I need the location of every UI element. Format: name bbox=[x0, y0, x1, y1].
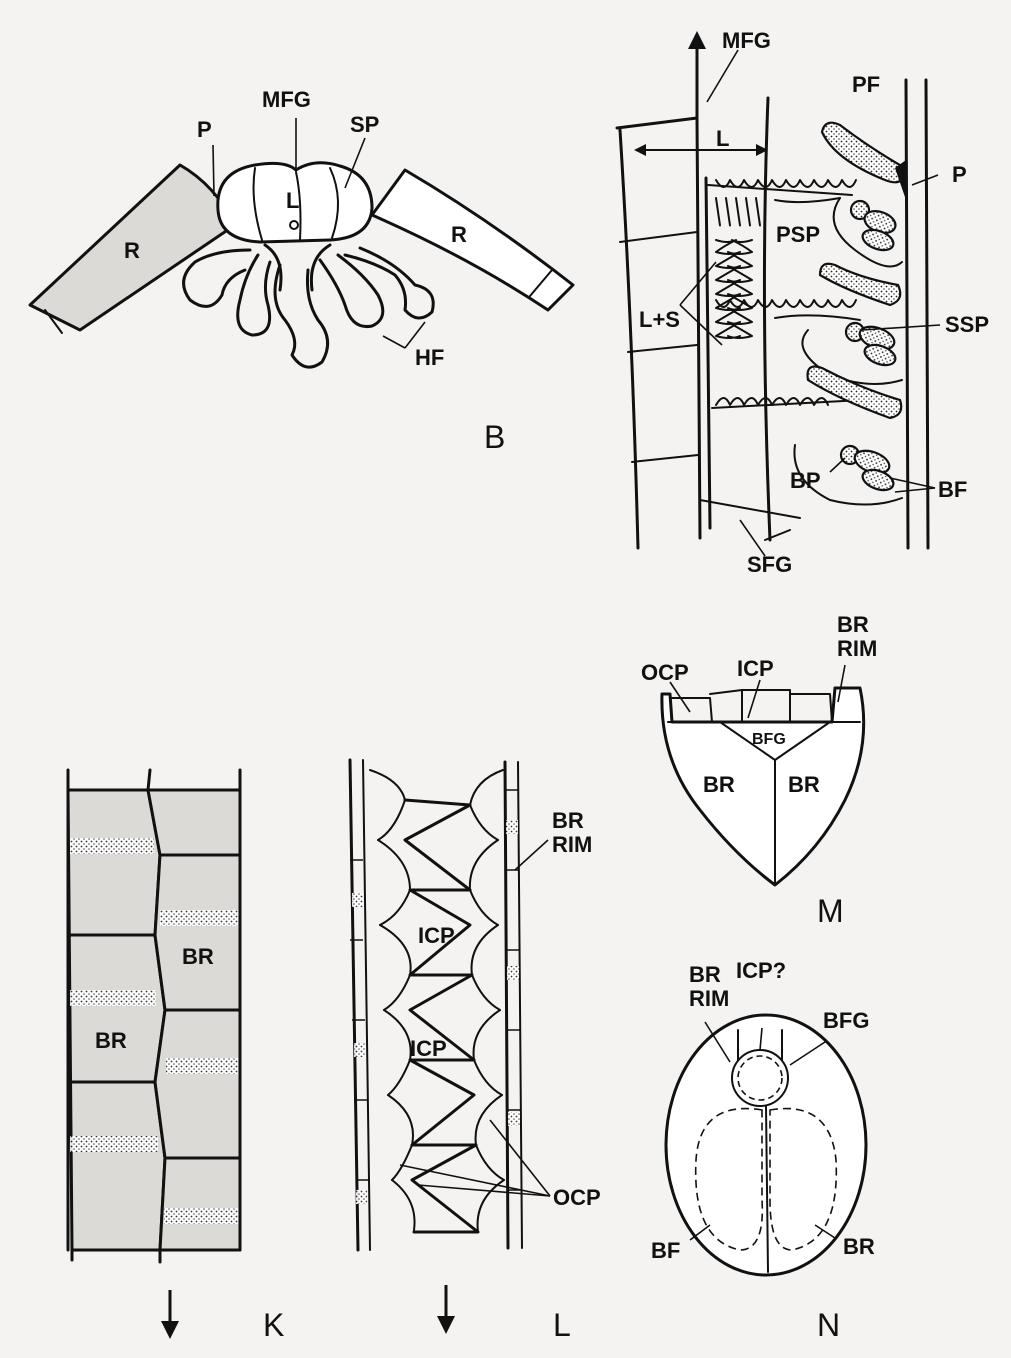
b-ray-right-label: R bbox=[451, 222, 467, 247]
b-sp-label: SP bbox=[350, 112, 379, 137]
m-br-right-label: BR bbox=[788, 772, 820, 797]
m-brrim-label-2: RIM bbox=[837, 636, 877, 661]
side-ls-label: L+S bbox=[639, 307, 680, 332]
side-view-segments: MFG PF L P PSP L+S SSP BP BF SFG bbox=[617, 28, 989, 577]
m-bract-shape bbox=[662, 688, 864, 885]
n-icpq-label: ICP? bbox=[736, 958, 786, 983]
panel-l: BR RIM ICP ICP OCP L bbox=[350, 760, 601, 1343]
k-br-upper-label: BR bbox=[182, 944, 214, 969]
l-icp-label-1: ICP bbox=[418, 923, 455, 948]
b-ray-left-label: R bbox=[124, 238, 140, 263]
m-brrim-label-1: BR bbox=[837, 612, 869, 637]
l-icp-label-2: ICP bbox=[410, 1036, 447, 1061]
side-mfg-label: MFG bbox=[722, 28, 771, 53]
side-p-label: P bbox=[952, 162, 967, 187]
n-br-label: BR bbox=[843, 1234, 875, 1259]
panel-label-l: L bbox=[553, 1307, 571, 1343]
k-br-lower-label: BR bbox=[95, 1028, 127, 1053]
n-bf-label: BF bbox=[651, 1238, 680, 1263]
panel-label-k: K bbox=[263, 1307, 284, 1343]
n-bfg-label: BFG bbox=[823, 1008, 869, 1033]
b-mfg-label: MFG bbox=[262, 87, 311, 112]
side-sfg-label: SFG bbox=[747, 552, 792, 577]
panel-label-n: N bbox=[817, 1307, 840, 1343]
side-bp-label: BP bbox=[790, 468, 821, 493]
side-l-label: L bbox=[716, 126, 729, 151]
side-ssp-label: SSP bbox=[945, 312, 989, 337]
l-brrim-label-2: RIM bbox=[552, 832, 592, 857]
l-brrim-label-1: BR bbox=[552, 808, 584, 833]
l-ocp-label: OCP bbox=[553, 1185, 601, 1210]
bract-unit-2 bbox=[802, 322, 902, 418]
m-br-left-label: BR bbox=[703, 772, 735, 797]
panel-b-cross-section: MFG P SP L R R HF B bbox=[30, 87, 573, 455]
m-ocp-label: OCP bbox=[641, 660, 689, 685]
panel-n: BR RIM ICP? BFG BF BR N bbox=[651, 958, 875, 1343]
n-brrim-label-2: RIM bbox=[689, 986, 729, 1011]
side-pf-label: PF bbox=[852, 72, 880, 97]
k-column-left bbox=[68, 790, 165, 1250]
n-brrim-label-1: BR bbox=[689, 962, 721, 987]
panel-k: BR BR K bbox=[68, 770, 284, 1343]
panel-m: OCP ICP BR RIM BFG BR BR M bbox=[641, 612, 877, 929]
l-s-zone bbox=[708, 180, 862, 408]
side-psp-label: PSP bbox=[776, 222, 820, 247]
m-icp-label: ICP bbox=[737, 656, 774, 681]
panel-label-b: B bbox=[484, 419, 505, 455]
bract-unit-1 bbox=[820, 198, 902, 305]
side-bf-label: BF bbox=[938, 477, 967, 502]
b-lumen-label: L bbox=[286, 188, 299, 213]
b-p-label: P bbox=[197, 117, 212, 142]
hydrofoil-lobes bbox=[184, 248, 434, 367]
panel-label-m: M bbox=[817, 893, 844, 929]
m-bfg-label: BFG bbox=[752, 731, 786, 748]
b-hf-label: HF bbox=[415, 345, 444, 370]
pf-lobe bbox=[822, 123, 905, 183]
